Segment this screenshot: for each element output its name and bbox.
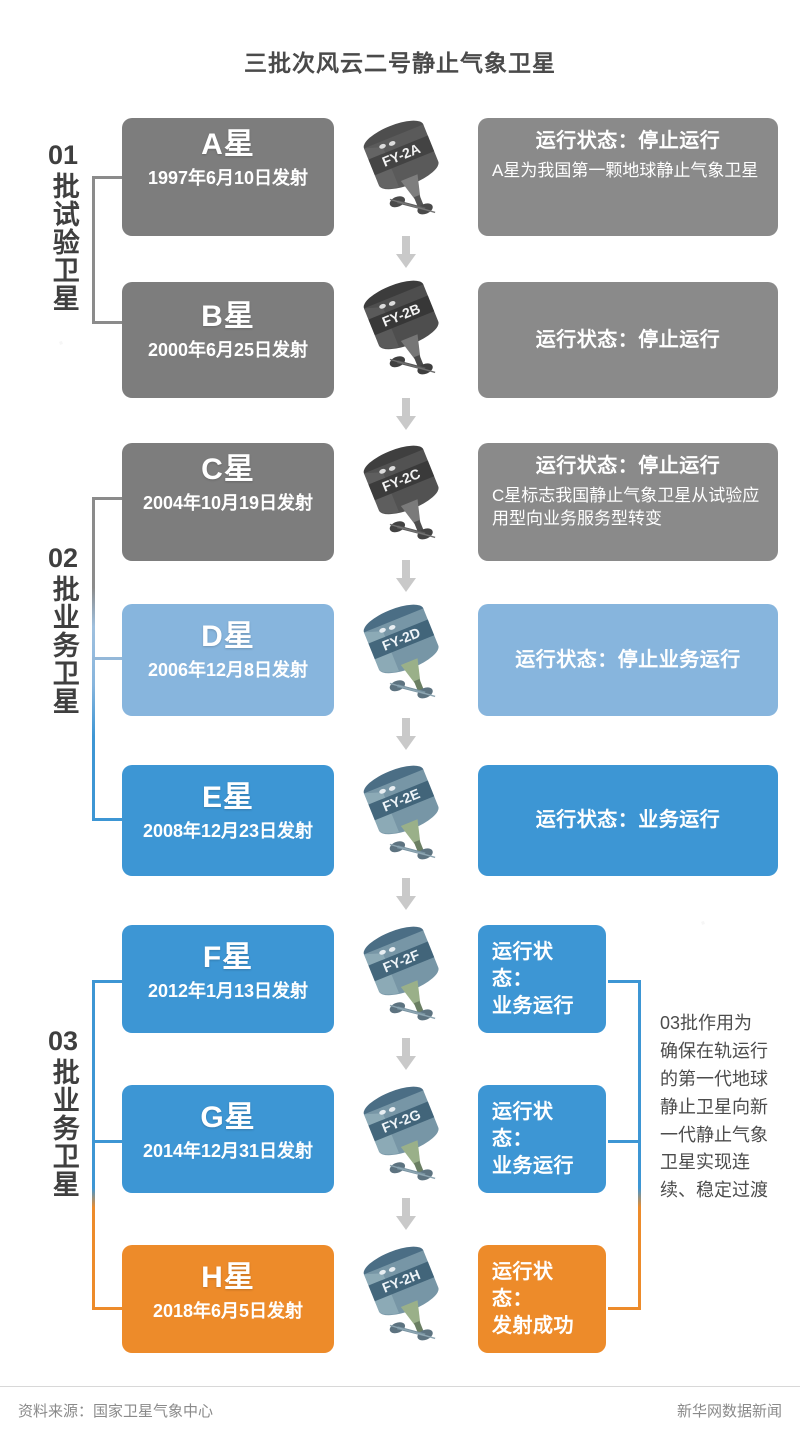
watermark: · xyxy=(54,330,70,357)
status-text: 运行状态： 发射成功 xyxy=(492,1260,574,1337)
launch-date: 2006年12月8日发射 xyxy=(147,659,309,680)
satellite-icon-fy2c: FY-2C xyxy=(352,437,460,557)
name-card-h[interactable]: H星 2018年6月5日发射 xyxy=(122,1245,334,1353)
name-card-c[interactable]: C星 2004年10月19日发射 xyxy=(122,443,334,561)
group-number: 02 xyxy=(47,543,79,573)
footer-divider xyxy=(0,1386,800,1387)
satellite-icon-fy2g: FY-2G xyxy=(352,1078,460,1198)
footer-brand: 新华网数据新闻 xyxy=(676,1403,782,1420)
name-card-e[interactable]: E星 2008年12月23日发射 xyxy=(122,765,334,876)
footer-source: 资料来源：国家卫星气象中心 xyxy=(18,1403,214,1420)
flow-arrow-a-b xyxy=(393,236,419,270)
launch-date: 2004年10月19日发射 xyxy=(142,492,314,513)
group-label-text: 批业务卫星 xyxy=(48,574,79,715)
name-card-b[interactable]: B星 2000年6月25日发射 xyxy=(122,282,334,398)
status-card-e[interactable]: 运行状态：业务运行 xyxy=(478,765,778,876)
launch-date: 1997年6月10日发射 xyxy=(147,167,309,188)
satellite-name: D星 xyxy=(201,620,255,653)
group-number: 01 xyxy=(47,140,79,170)
group-label-text: 批业务卫星 xyxy=(48,1057,79,1198)
launch-date: 2012年1月13日发射 xyxy=(147,980,309,1001)
status-card-f[interactable]: 运行状态： 业务运行 xyxy=(478,925,606,1033)
watermark: · xyxy=(696,910,712,937)
bracket-group-02 xyxy=(92,497,124,821)
status-card-a[interactable]: 运行状态：停止运行 A星为我国第一颗地球静止气象卫星 xyxy=(478,118,778,236)
launch-date: 2008年12月23日发射 xyxy=(142,820,314,841)
satellite-name: H星 xyxy=(201,1261,255,1294)
flow-arrow-g-h xyxy=(393,1198,419,1232)
status-text: 运行状态：停止运行 xyxy=(535,130,721,152)
status-card-d[interactable]: 运行状态：停止业务运行 xyxy=(478,604,778,716)
flow-arrow-b-c xyxy=(393,398,419,432)
status-card-h[interactable]: 运行状态： 发射成功 xyxy=(478,1245,606,1353)
status-text: 运行状态：停止运行 xyxy=(535,455,721,477)
satellite-icon-fy2b: FY-2B xyxy=(352,272,460,392)
status-text: 运行状态：业务运行 xyxy=(535,809,721,831)
footer: 资料来源：国家卫星气象中心 新华网数据新闻 xyxy=(0,1392,800,1429)
bracket-group-03 xyxy=(92,980,124,1310)
satellite-icon-fy2f: FY-2F xyxy=(352,918,460,1038)
satellite-icon-fy2d: FY-2D xyxy=(352,596,460,716)
flow-arrow-f-g xyxy=(393,1038,419,1072)
status-text: 运行状态：停止业务运行 xyxy=(515,648,741,671)
satellite-name: C星 xyxy=(201,453,255,486)
satellite-name: A星 xyxy=(201,128,255,161)
satellite-icon-fy2h: FY-2H xyxy=(352,1238,460,1358)
satellite-icon-fy2a: FY-2A xyxy=(352,112,460,232)
flow-arrow-c-d xyxy=(393,560,419,594)
group-label-text: 批试验卫星 xyxy=(48,171,79,312)
page-title: 三批次风云二号静止气象卫星 xyxy=(244,50,556,76)
group-label-02: 02 批业务卫星 xyxy=(40,543,86,715)
satellite-name: E星 xyxy=(201,781,254,814)
launch-date: 2000年6月25日发射 xyxy=(147,339,309,360)
satellite-icon-fy2e: FY-2E xyxy=(352,757,460,877)
status-text: 运行状态：停止运行 xyxy=(535,328,721,351)
launch-date: 2018年6月5日发射 xyxy=(152,1300,304,1321)
status-card-b[interactable]: 运行状态：停止运行 xyxy=(478,282,778,398)
group-label-01: 01 批试验卫星 xyxy=(40,140,86,312)
bracket-group-01 xyxy=(92,176,124,324)
status-card-g[interactable]: 运行状态： 业务运行 xyxy=(478,1085,606,1193)
status-card-c[interactable]: 运行状态：停止运行 C星标志我国静止气象卫星从试验应用型向业务服务型转变 xyxy=(478,443,778,561)
name-card-f[interactable]: F星 2012年1月13日发射 xyxy=(122,925,334,1033)
group-03-note: 03批作用为确保在轨运行的第一代地球静止卫星向新一代静止气象卫星实现连续、稳定过… xyxy=(660,1013,768,1201)
status-text: 运行状态： 业务运行 xyxy=(492,940,574,1017)
name-card-d[interactable]: D星 2006年12月8日发射 xyxy=(122,604,334,716)
name-card-a[interactable]: A星 1997年6月10日发射 xyxy=(122,118,334,236)
satellite-name: F星 xyxy=(202,941,254,974)
flow-arrow-d-e xyxy=(393,718,419,752)
name-card-g[interactable]: G星 2014年12月31日发射 xyxy=(122,1085,334,1193)
status-desc: A星为我国第一颗地球静止气象卫星 xyxy=(492,161,759,180)
status-desc: C星标志我国静止气象卫星从试验应用型向业务服务型转变 xyxy=(492,486,760,529)
flow-arrow-e-f xyxy=(393,878,419,912)
satellite-name: G星 xyxy=(200,1101,256,1134)
group-number: 03 xyxy=(47,1026,79,1056)
launch-date: 2014年12月31日发射 xyxy=(142,1140,314,1161)
satellite-name: B星 xyxy=(201,300,255,333)
status-text: 运行状态： 业务运行 xyxy=(492,1100,574,1177)
group-label-03: 03 批业务卫星 xyxy=(40,1026,86,1198)
